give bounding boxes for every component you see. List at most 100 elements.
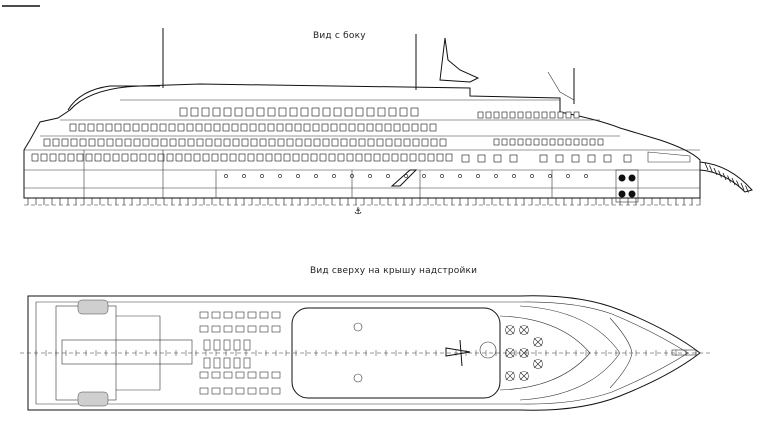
window bbox=[461, 154, 470, 163]
window bbox=[533, 111, 540, 119]
window bbox=[70, 138, 78, 147]
window bbox=[278, 107, 287, 117]
window bbox=[412, 138, 420, 147]
porthole bbox=[512, 174, 516, 178]
window bbox=[322, 138, 330, 147]
window bbox=[141, 123, 149, 132]
window bbox=[555, 154, 564, 163]
window bbox=[286, 138, 294, 147]
window bbox=[427, 153, 435, 162]
hatch-line bbox=[745, 185, 749, 193]
lounger bbox=[223, 387, 233, 395]
window bbox=[477, 154, 486, 163]
window bbox=[346, 153, 354, 162]
window bbox=[265, 153, 273, 162]
lounger bbox=[259, 387, 269, 395]
side-view-drawing: ⚓ bbox=[23, 28, 753, 217]
deck-house-roof bbox=[291, 307, 501, 399]
window bbox=[195, 123, 203, 132]
windlass-cross bbox=[505, 371, 515, 381]
chair bbox=[203, 339, 211, 351]
porthole bbox=[458, 174, 462, 178]
window bbox=[76, 153, 84, 162]
window bbox=[187, 138, 195, 147]
window bbox=[557, 111, 564, 119]
lounger bbox=[271, 371, 281, 379]
windlass-cross bbox=[505, 325, 515, 335]
hatch-line bbox=[736, 180, 740, 188]
chair bbox=[223, 339, 231, 351]
side-view-title: Вид с боку bbox=[313, 31, 366, 41]
crane-arm bbox=[547, 71, 575, 101]
window bbox=[67, 153, 75, 162]
window bbox=[168, 123, 176, 132]
window bbox=[142, 138, 150, 147]
window bbox=[245, 107, 254, 117]
window bbox=[410, 107, 419, 117]
porthole bbox=[332, 174, 336, 178]
lounger bbox=[259, 325, 269, 333]
window bbox=[166, 153, 174, 162]
window bbox=[259, 138, 267, 147]
window bbox=[557, 138, 564, 146]
lounger bbox=[199, 371, 209, 379]
window bbox=[274, 153, 282, 162]
window bbox=[501, 138, 508, 146]
window bbox=[391, 153, 399, 162]
window bbox=[87, 123, 95, 132]
window bbox=[234, 107, 243, 117]
windlass-icon bbox=[533, 359, 543, 369]
windlass-icon bbox=[505, 325, 515, 335]
window bbox=[123, 123, 131, 132]
window bbox=[501, 111, 508, 119]
sun-loungers bbox=[199, 311, 281, 395]
window bbox=[277, 138, 285, 147]
porthole-icon bbox=[618, 190, 626, 198]
lounger bbox=[235, 325, 245, 333]
hatch-line bbox=[713, 167, 718, 176]
window bbox=[421, 138, 429, 147]
window bbox=[382, 153, 390, 162]
window bbox=[533, 138, 540, 146]
window bbox=[112, 153, 120, 162]
window bbox=[133, 138, 141, 147]
window bbox=[148, 153, 156, 162]
windlass-icon bbox=[519, 371, 529, 381]
windlass-cross bbox=[519, 371, 529, 381]
windlass-cross bbox=[519, 325, 529, 335]
porthole bbox=[278, 174, 282, 178]
window bbox=[411, 123, 419, 132]
porthole bbox=[404, 174, 408, 178]
window bbox=[212, 107, 221, 117]
windlass-icon bbox=[505, 371, 515, 381]
window bbox=[250, 138, 258, 147]
window bbox=[400, 153, 408, 162]
porthole bbox=[386, 174, 390, 178]
window bbox=[573, 111, 580, 119]
window bbox=[517, 111, 524, 119]
window bbox=[97, 138, 105, 147]
porthole-icon bbox=[618, 174, 626, 182]
bow-deck-curve-3 bbox=[609, 317, 633, 389]
window bbox=[493, 138, 500, 146]
central-trunk bbox=[61, 339, 193, 365]
window bbox=[106, 138, 114, 147]
hatch-line bbox=[704, 162, 709, 171]
gangway bbox=[390, 169, 418, 187]
window bbox=[256, 153, 264, 162]
window bbox=[493, 154, 502, 163]
thruster-block bbox=[615, 169, 639, 203]
window bbox=[103, 153, 111, 162]
lounger bbox=[199, 387, 209, 395]
window bbox=[105, 123, 113, 132]
window bbox=[175, 153, 183, 162]
window bbox=[169, 138, 177, 147]
lounger bbox=[247, 325, 257, 333]
window bbox=[313, 138, 321, 147]
window bbox=[241, 138, 249, 147]
window bbox=[289, 107, 298, 117]
lounger bbox=[211, 325, 221, 333]
lounger bbox=[259, 371, 269, 379]
window bbox=[193, 153, 201, 162]
porthole bbox=[530, 174, 534, 178]
